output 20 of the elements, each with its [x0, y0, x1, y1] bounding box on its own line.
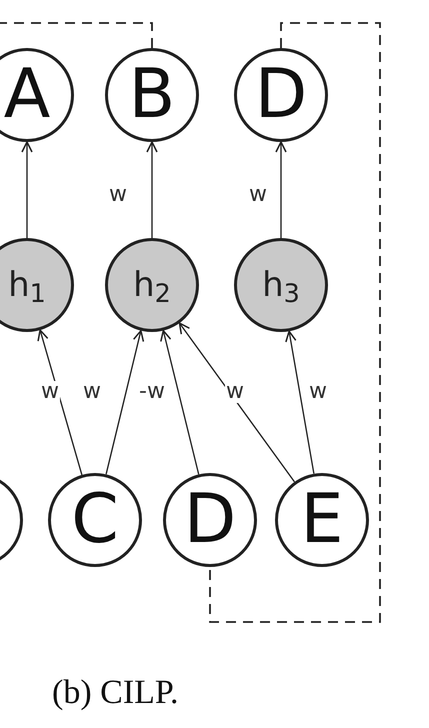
neuron-label: h$_{3}$	[262, 268, 300, 302]
dashed-connector	[209, 22, 381, 623]
dashed-connector	[0, 22, 153, 48]
arrow	[275, 141, 287, 238]
neuron-label: D	[184, 486, 236, 554]
neuron-label: D	[254, 61, 308, 129]
neuron-label: E	[300, 486, 344, 554]
edge-label: w	[40, 381, 60, 403]
caption: (b) CILP.	[52, 676, 179, 710]
arrow	[105, 330, 144, 474]
neuron-label: h$_{2}$	[133, 268, 171, 302]
arrow	[178, 322, 296, 482]
neuron-label: C	[71, 486, 119, 554]
neuron-label: h$_{1}$	[8, 268, 46, 302]
neuron-label: B	[128, 61, 176, 129]
arrow	[160, 330, 200, 475]
arrow	[21, 141, 33, 238]
arrow	[285, 330, 315, 474]
arrow	[146, 141, 158, 238]
neuron-label: A	[4, 61, 50, 129]
